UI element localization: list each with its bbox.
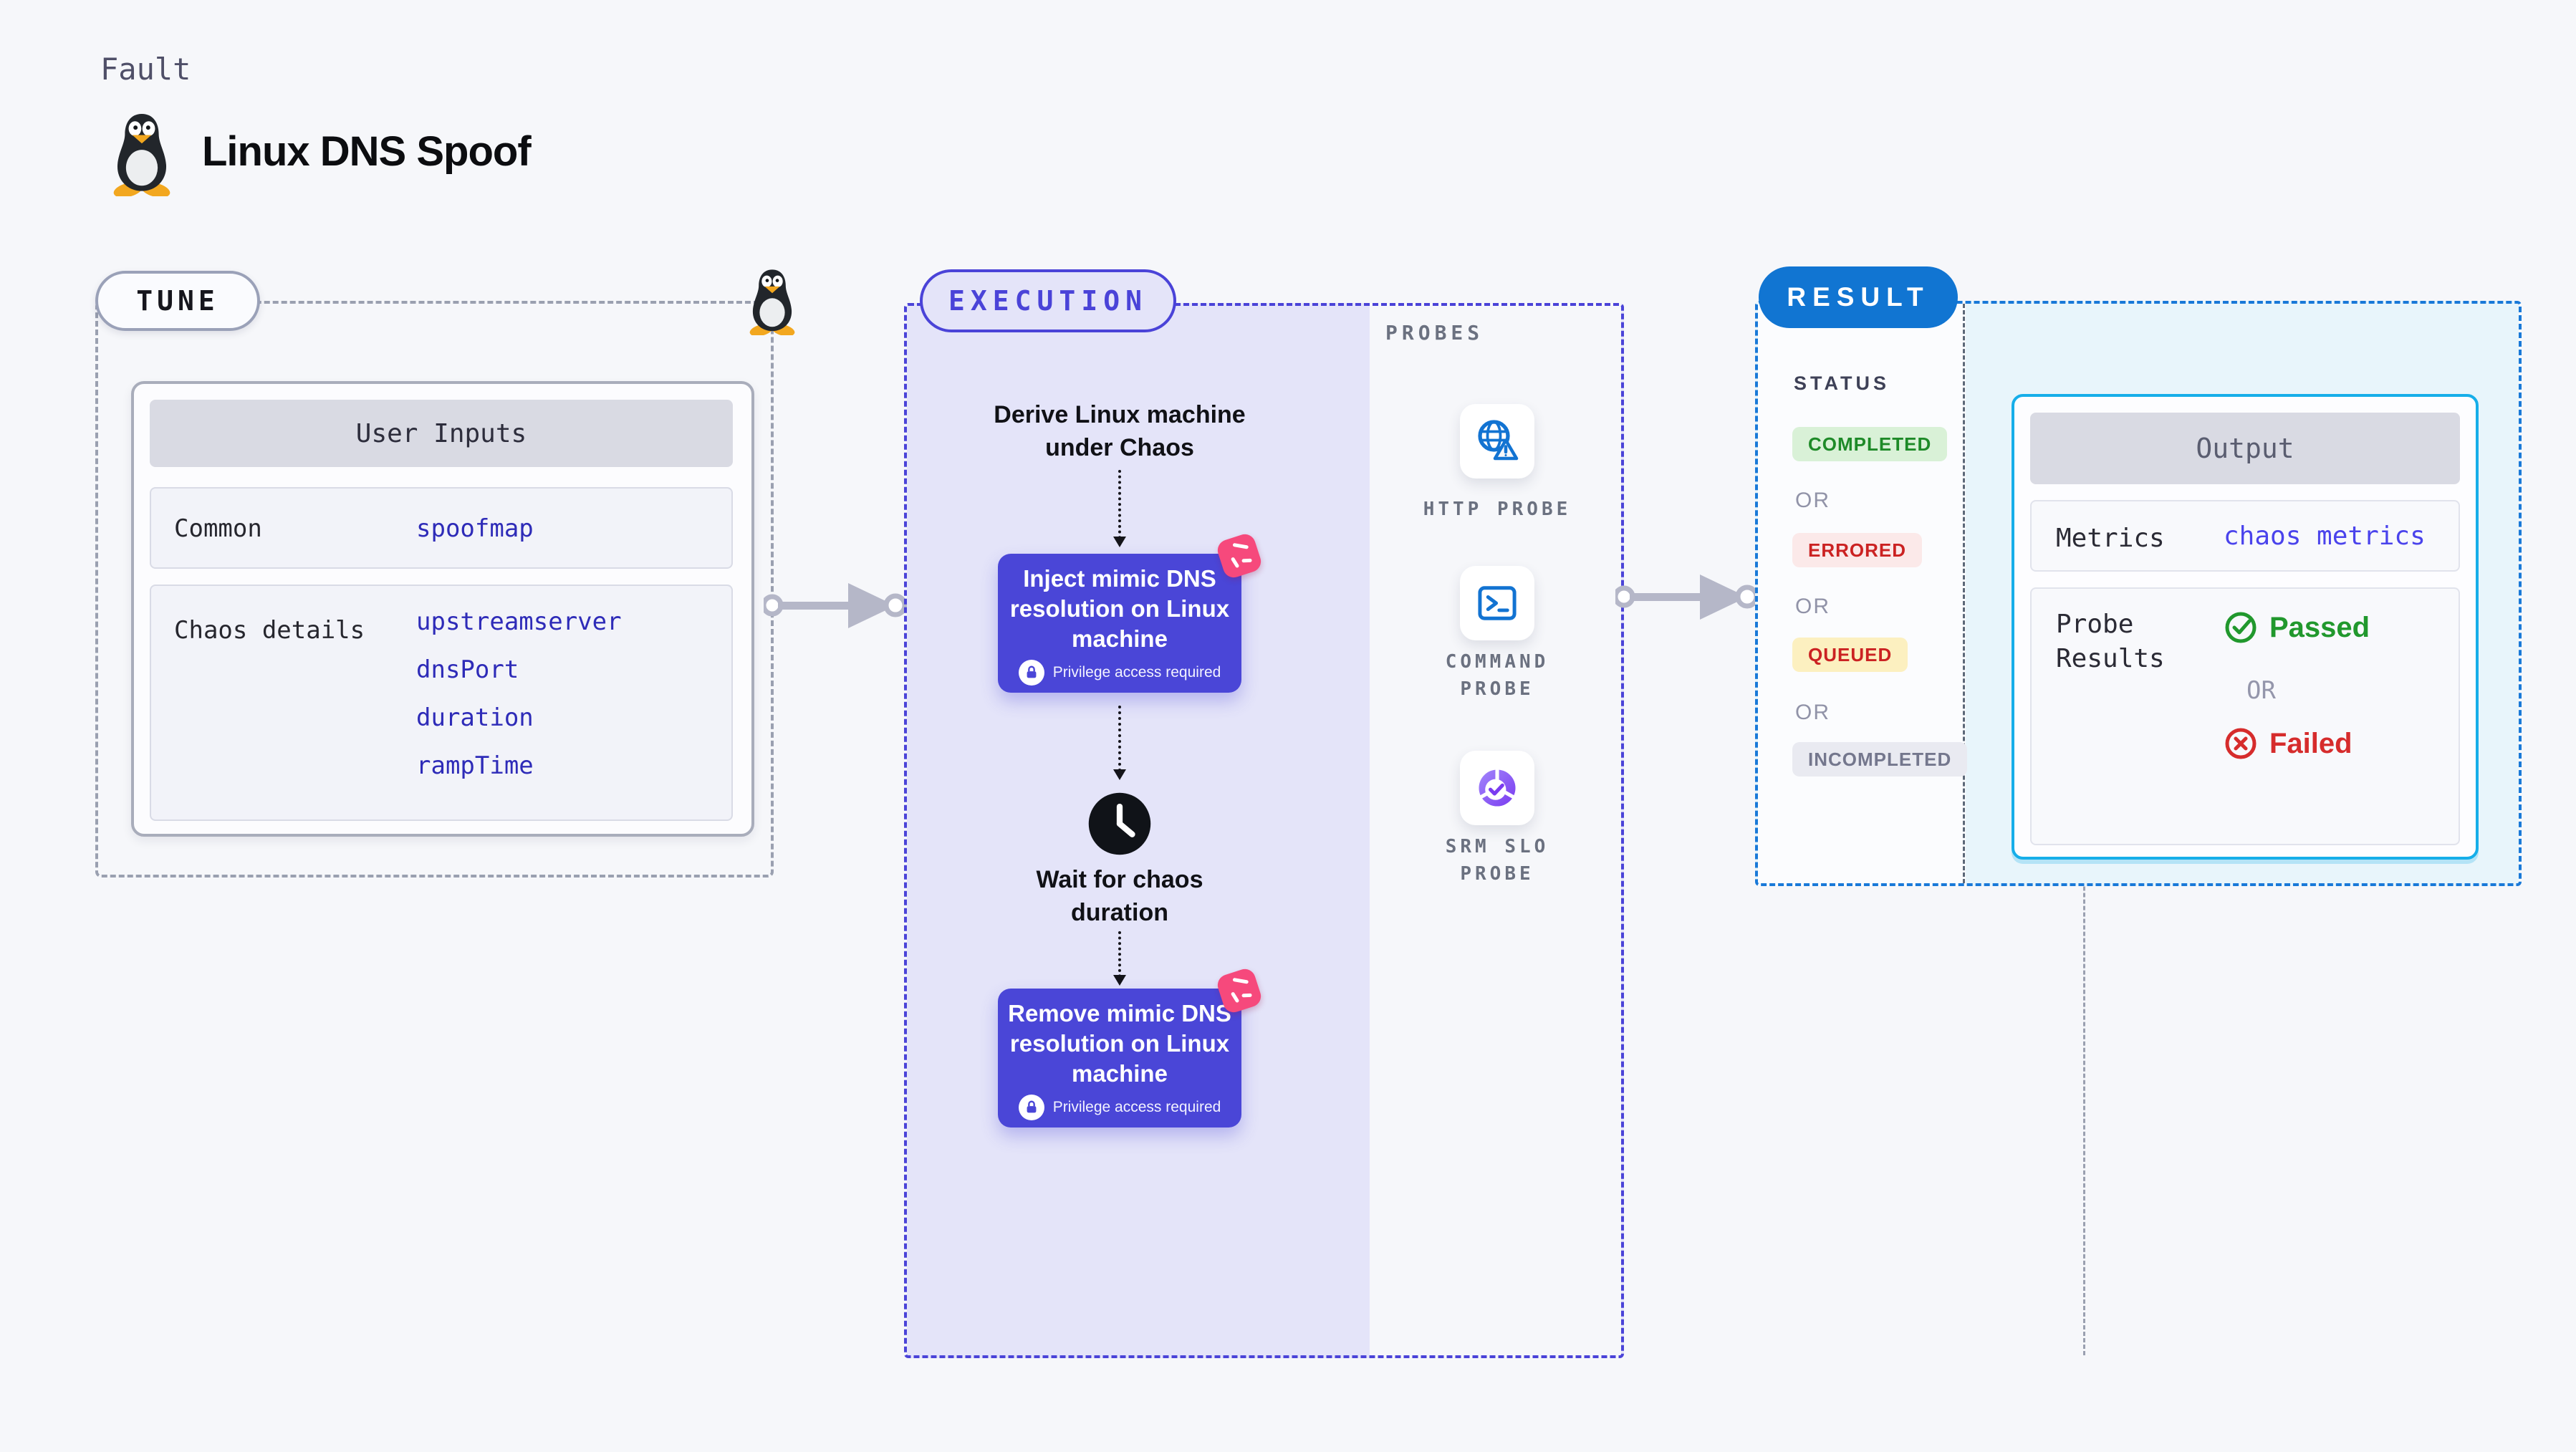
slo-donut-icon xyxy=(1477,766,1517,807)
row-label: Common xyxy=(174,514,262,543)
result-section-badge: RESULT xyxy=(1759,266,1958,328)
status-badge-incompleted: INCOMPLETED xyxy=(1792,742,1968,777)
globe-warning-icon xyxy=(1478,420,1519,461)
page-title: Linux DNS Spoof xyxy=(202,128,532,175)
inject-dns-step: Inject mimic DNS resolution on Linux mac… xyxy=(998,531,1264,693)
remove-dns-step: Remove mimic DNS resolution on Linux mac… xyxy=(998,966,1264,1128)
execution-section-outline xyxy=(904,303,1624,1358)
command-probe-label: COMMAND PROBE xyxy=(1445,651,1549,700)
tune-section-badge: TUNE xyxy=(95,271,260,331)
arrow-tune-to-execution xyxy=(764,583,907,628)
execution-section-badge: EXECUTION xyxy=(920,269,1176,332)
lock-icon xyxy=(1018,660,1044,686)
status-badge-errored: ERRORED xyxy=(1792,533,1923,567)
probe-result-failed: Failed xyxy=(2224,726,2352,761)
x-circle-icon xyxy=(2225,728,2257,759)
row-value: dnsPort xyxy=(416,655,519,684)
http-probe-label: HTTP PROBE xyxy=(1423,499,1572,520)
table-row-common: Common spoofmap xyxy=(150,487,733,569)
flow-arrow-down xyxy=(1113,470,1126,547)
chaos-detail-values: upstreamserver dnsPort duration rampTime xyxy=(416,607,622,780)
row-value: spoofmap xyxy=(416,514,534,543)
status-output-divider xyxy=(1963,304,1965,883)
flow-arrow-down xyxy=(1113,706,1126,780)
or-separator: OR xyxy=(1795,701,1830,724)
wait-step-text: Wait for chaos duration xyxy=(1036,866,1203,926)
failed-text: Failed xyxy=(2269,727,2352,759)
status-badge-queued: QUEUED xyxy=(1792,638,1908,672)
tux-penguin-icon-small xyxy=(749,269,795,335)
row-value: rampTime xyxy=(416,751,534,780)
row-value: duration xyxy=(416,703,534,732)
passed-text: Passed xyxy=(2269,611,2370,643)
terminal-icon xyxy=(1478,586,1517,620)
clock-icon xyxy=(1088,792,1151,855)
probe-result-passed: Passed xyxy=(2224,610,2370,645)
probe-results-label: Probe Results xyxy=(2056,610,2165,673)
user-inputs-title: User Inputs xyxy=(150,400,733,467)
output-title: Output xyxy=(2030,413,2460,484)
user-inputs-table: User Inputs Common spoofmap Chaos detail… xyxy=(131,381,754,837)
or-separator: OR xyxy=(2246,676,2276,705)
derive-step-text: Derive Linux machine under Chaos xyxy=(994,401,1246,461)
privilege-note-text: Privilege access required xyxy=(1052,1099,1221,1115)
or-separator: OR xyxy=(1795,595,1830,618)
tune-section-outline xyxy=(95,301,774,878)
metrics-value: chaos metrics xyxy=(2224,521,2426,551)
flow-arrow-down xyxy=(1113,931,1126,986)
probes-label: PROBES xyxy=(1385,321,1484,345)
arrow-execution-to-result xyxy=(1615,574,1759,620)
srm-slo-probe-label: SRM SLO PROBE xyxy=(1445,836,1549,885)
http-probe-card xyxy=(1460,404,1534,479)
privilege-note: Privilege access required xyxy=(1018,1095,1221,1120)
lock-icon xyxy=(1018,1095,1044,1120)
metrics-label: Metrics xyxy=(2056,524,2165,553)
check-circle-icon xyxy=(2225,612,2257,643)
fault-eyebrow: Fault xyxy=(100,52,191,87)
remove-step-title: Remove mimic DNS resolution on Linux mac… xyxy=(1008,1000,1231,1087)
status-badge-completed: COMPLETED xyxy=(1792,427,1948,461)
output-panel: Output Metrics chaos metrics Probe Resul… xyxy=(2012,394,2479,860)
privilege-note-text: Privilege access required xyxy=(1052,664,1221,681)
probe-results-row: Probe Results Passed OR Failed xyxy=(2030,587,2460,845)
command-probe-card xyxy=(1460,566,1534,640)
row-value: upstreamserver xyxy=(416,607,622,636)
tux-penguin-icon xyxy=(113,113,170,196)
status-column-label: STATUS xyxy=(1794,372,1890,394)
row-label: Chaos details xyxy=(174,616,365,645)
metrics-row: Metrics chaos metrics xyxy=(2030,500,2460,572)
privilege-note: Privilege access required xyxy=(1018,660,1221,686)
srm-slo-probe-card xyxy=(1460,751,1534,825)
inject-step-title: Inject mimic DNS resolution on Linux mac… xyxy=(1009,565,1230,652)
or-separator: OR xyxy=(1795,489,1830,512)
table-row-chaos-details: Chaos details upstreamserver dnsPort dur… xyxy=(150,585,733,821)
